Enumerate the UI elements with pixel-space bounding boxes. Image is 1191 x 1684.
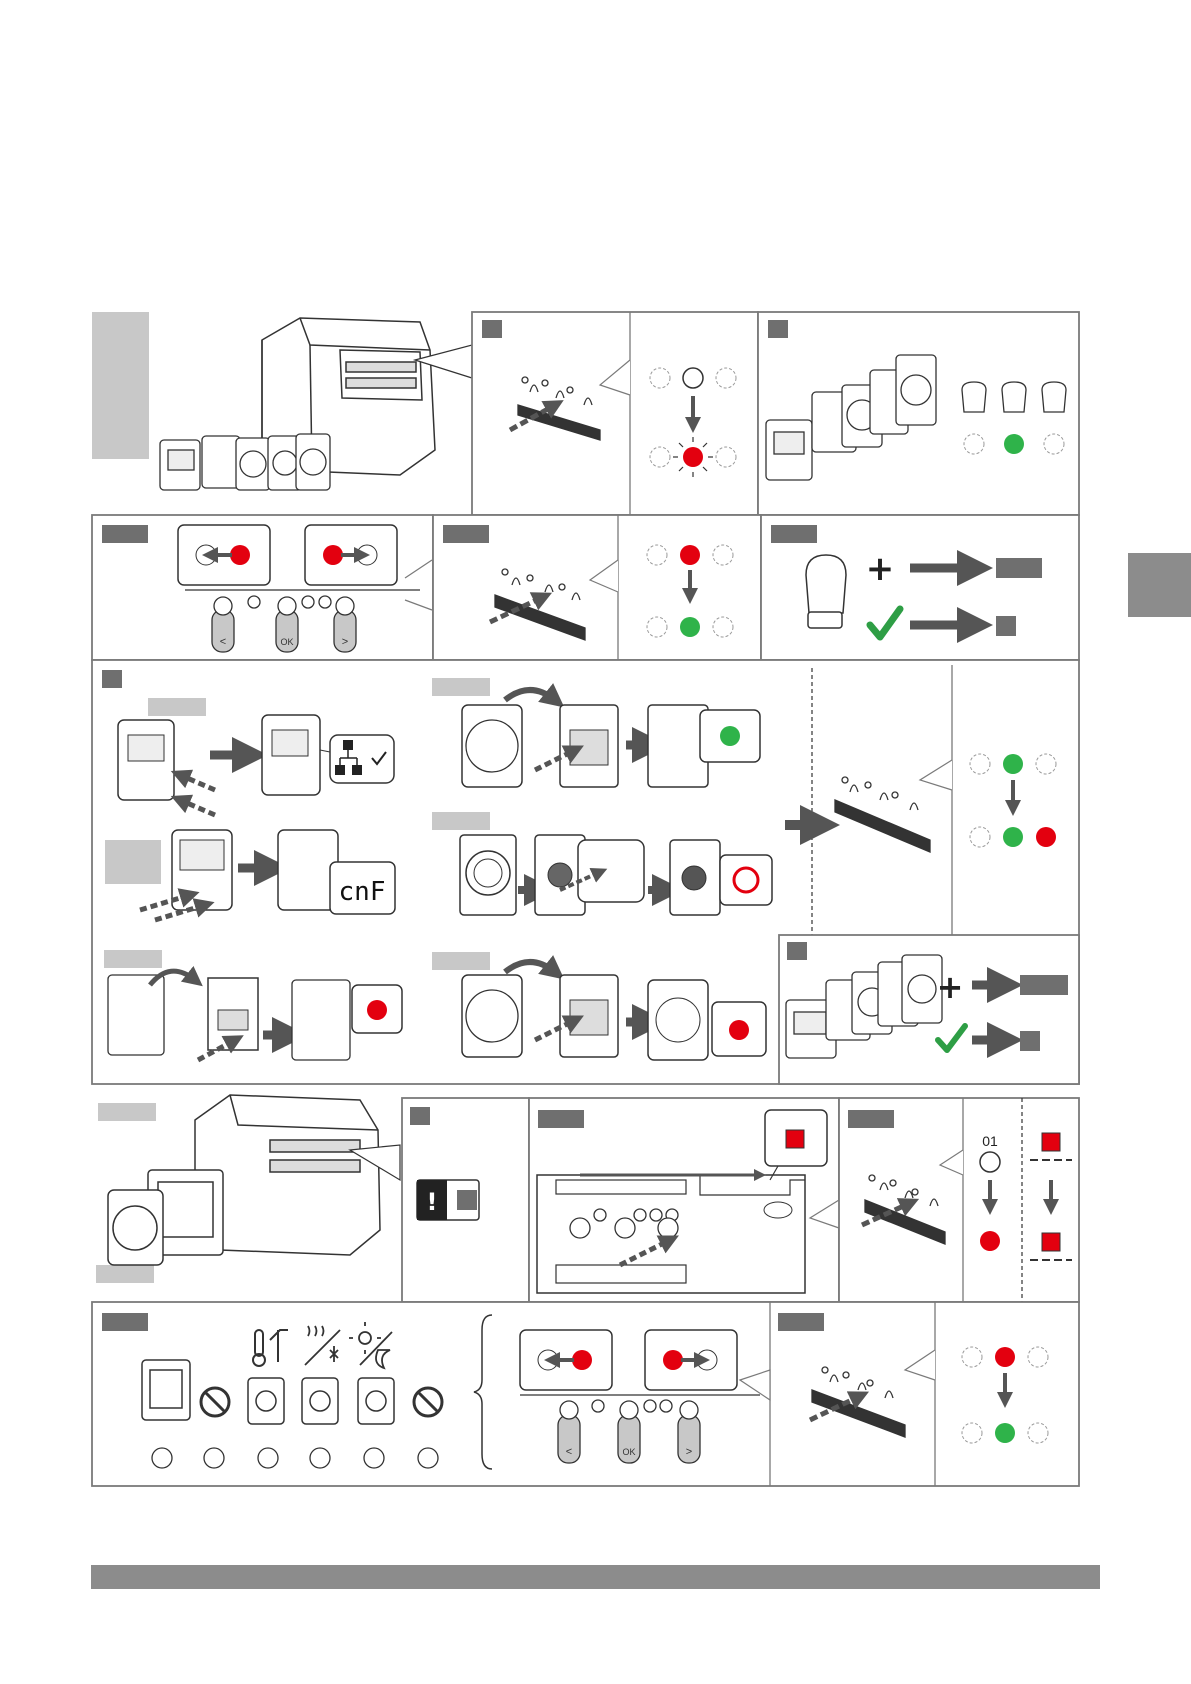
row-1	[92, 312, 1079, 515]
thermostat-group	[160, 434, 330, 490]
row-5: < OK >	[92, 1302, 1079, 1486]
button-right-label: >	[686, 1446, 692, 1458]
actuator-icon	[806, 555, 846, 628]
no-entry-icon	[201, 1388, 229, 1416]
panel-step-4	[433, 515, 761, 660]
footer-bar	[91, 1565, 1100, 1589]
repeat-subpanel: +	[779, 935, 1079, 1084]
led-green	[1004, 434, 1024, 454]
led-red-square	[786, 1130, 804, 1148]
step-tab	[538, 1110, 584, 1128]
led-red	[729, 1020, 749, 1040]
warning-mark: !	[427, 1188, 438, 1216]
callout-left	[178, 525, 270, 585]
led-green	[1003, 827, 1023, 847]
row-3: cnF	[92, 660, 1079, 1084]
led-red	[980, 1231, 1000, 1251]
led-red-square	[1042, 1233, 1060, 1251]
row-4: !	[96, 1095, 1079, 1302]
led-red	[1036, 827, 1056, 847]
step-tab	[771, 525, 817, 543]
next-step-tab	[1020, 1031, 1040, 1051]
plus-icon: +	[937, 968, 964, 1006]
readout-number: 01	[982, 1133, 998, 1149]
touchscreen-icon	[142, 1360, 190, 1420]
panel-readout: 01	[839, 1098, 1079, 1302]
button-ok-label: OK	[280, 637, 293, 647]
button-left-label: <	[566, 1446, 572, 1458]
step-tab	[102, 1313, 148, 1331]
button-right-label: >	[342, 636, 348, 648]
next-step-tab	[1020, 975, 1068, 995]
panel-step-1	[472, 312, 758, 515]
step-tab	[768, 320, 788, 338]
step-tab	[410, 1107, 430, 1125]
step-tab	[482, 320, 502, 338]
panel-step-2	[758, 312, 1079, 515]
next-step-tab	[996, 558, 1042, 578]
led-green	[720, 726, 740, 746]
step-tab	[443, 525, 489, 543]
led-red	[683, 447, 703, 467]
led-ring	[734, 868, 758, 892]
step-tab	[102, 525, 148, 543]
panel-board	[529, 1098, 839, 1302]
callout-right	[305, 525, 397, 585]
step-tab	[787, 942, 807, 960]
button-left-label: <	[220, 636, 226, 648]
section-marker-block	[92, 312, 149, 459]
step-tab	[102, 670, 122, 688]
actuator-group	[962, 382, 1066, 412]
panel-step-5: +	[761, 515, 1079, 660]
button-ok-label: OK	[622, 1447, 635, 1457]
led-green	[1003, 754, 1023, 774]
led-green	[995, 1423, 1015, 1443]
no-entry-icon	[414, 1388, 442, 1416]
led-red	[367, 1000, 387, 1020]
panel-warning: !	[402, 1098, 529, 1302]
led-red	[995, 1347, 1015, 1367]
led-green	[680, 617, 700, 637]
step-tab	[778, 1313, 824, 1331]
cnf-display: cnF	[339, 877, 386, 907]
row-2: < OK >	[92, 515, 1079, 660]
step-tab	[848, 1110, 894, 1128]
led-red	[680, 545, 700, 565]
panel-step-3: < OK >	[92, 515, 433, 660]
plus-icon: +	[866, 549, 895, 589]
next-step-tab	[996, 616, 1016, 636]
led-red-square	[1042, 1133, 1060, 1151]
chapter-tab	[1128, 553, 1191, 617]
